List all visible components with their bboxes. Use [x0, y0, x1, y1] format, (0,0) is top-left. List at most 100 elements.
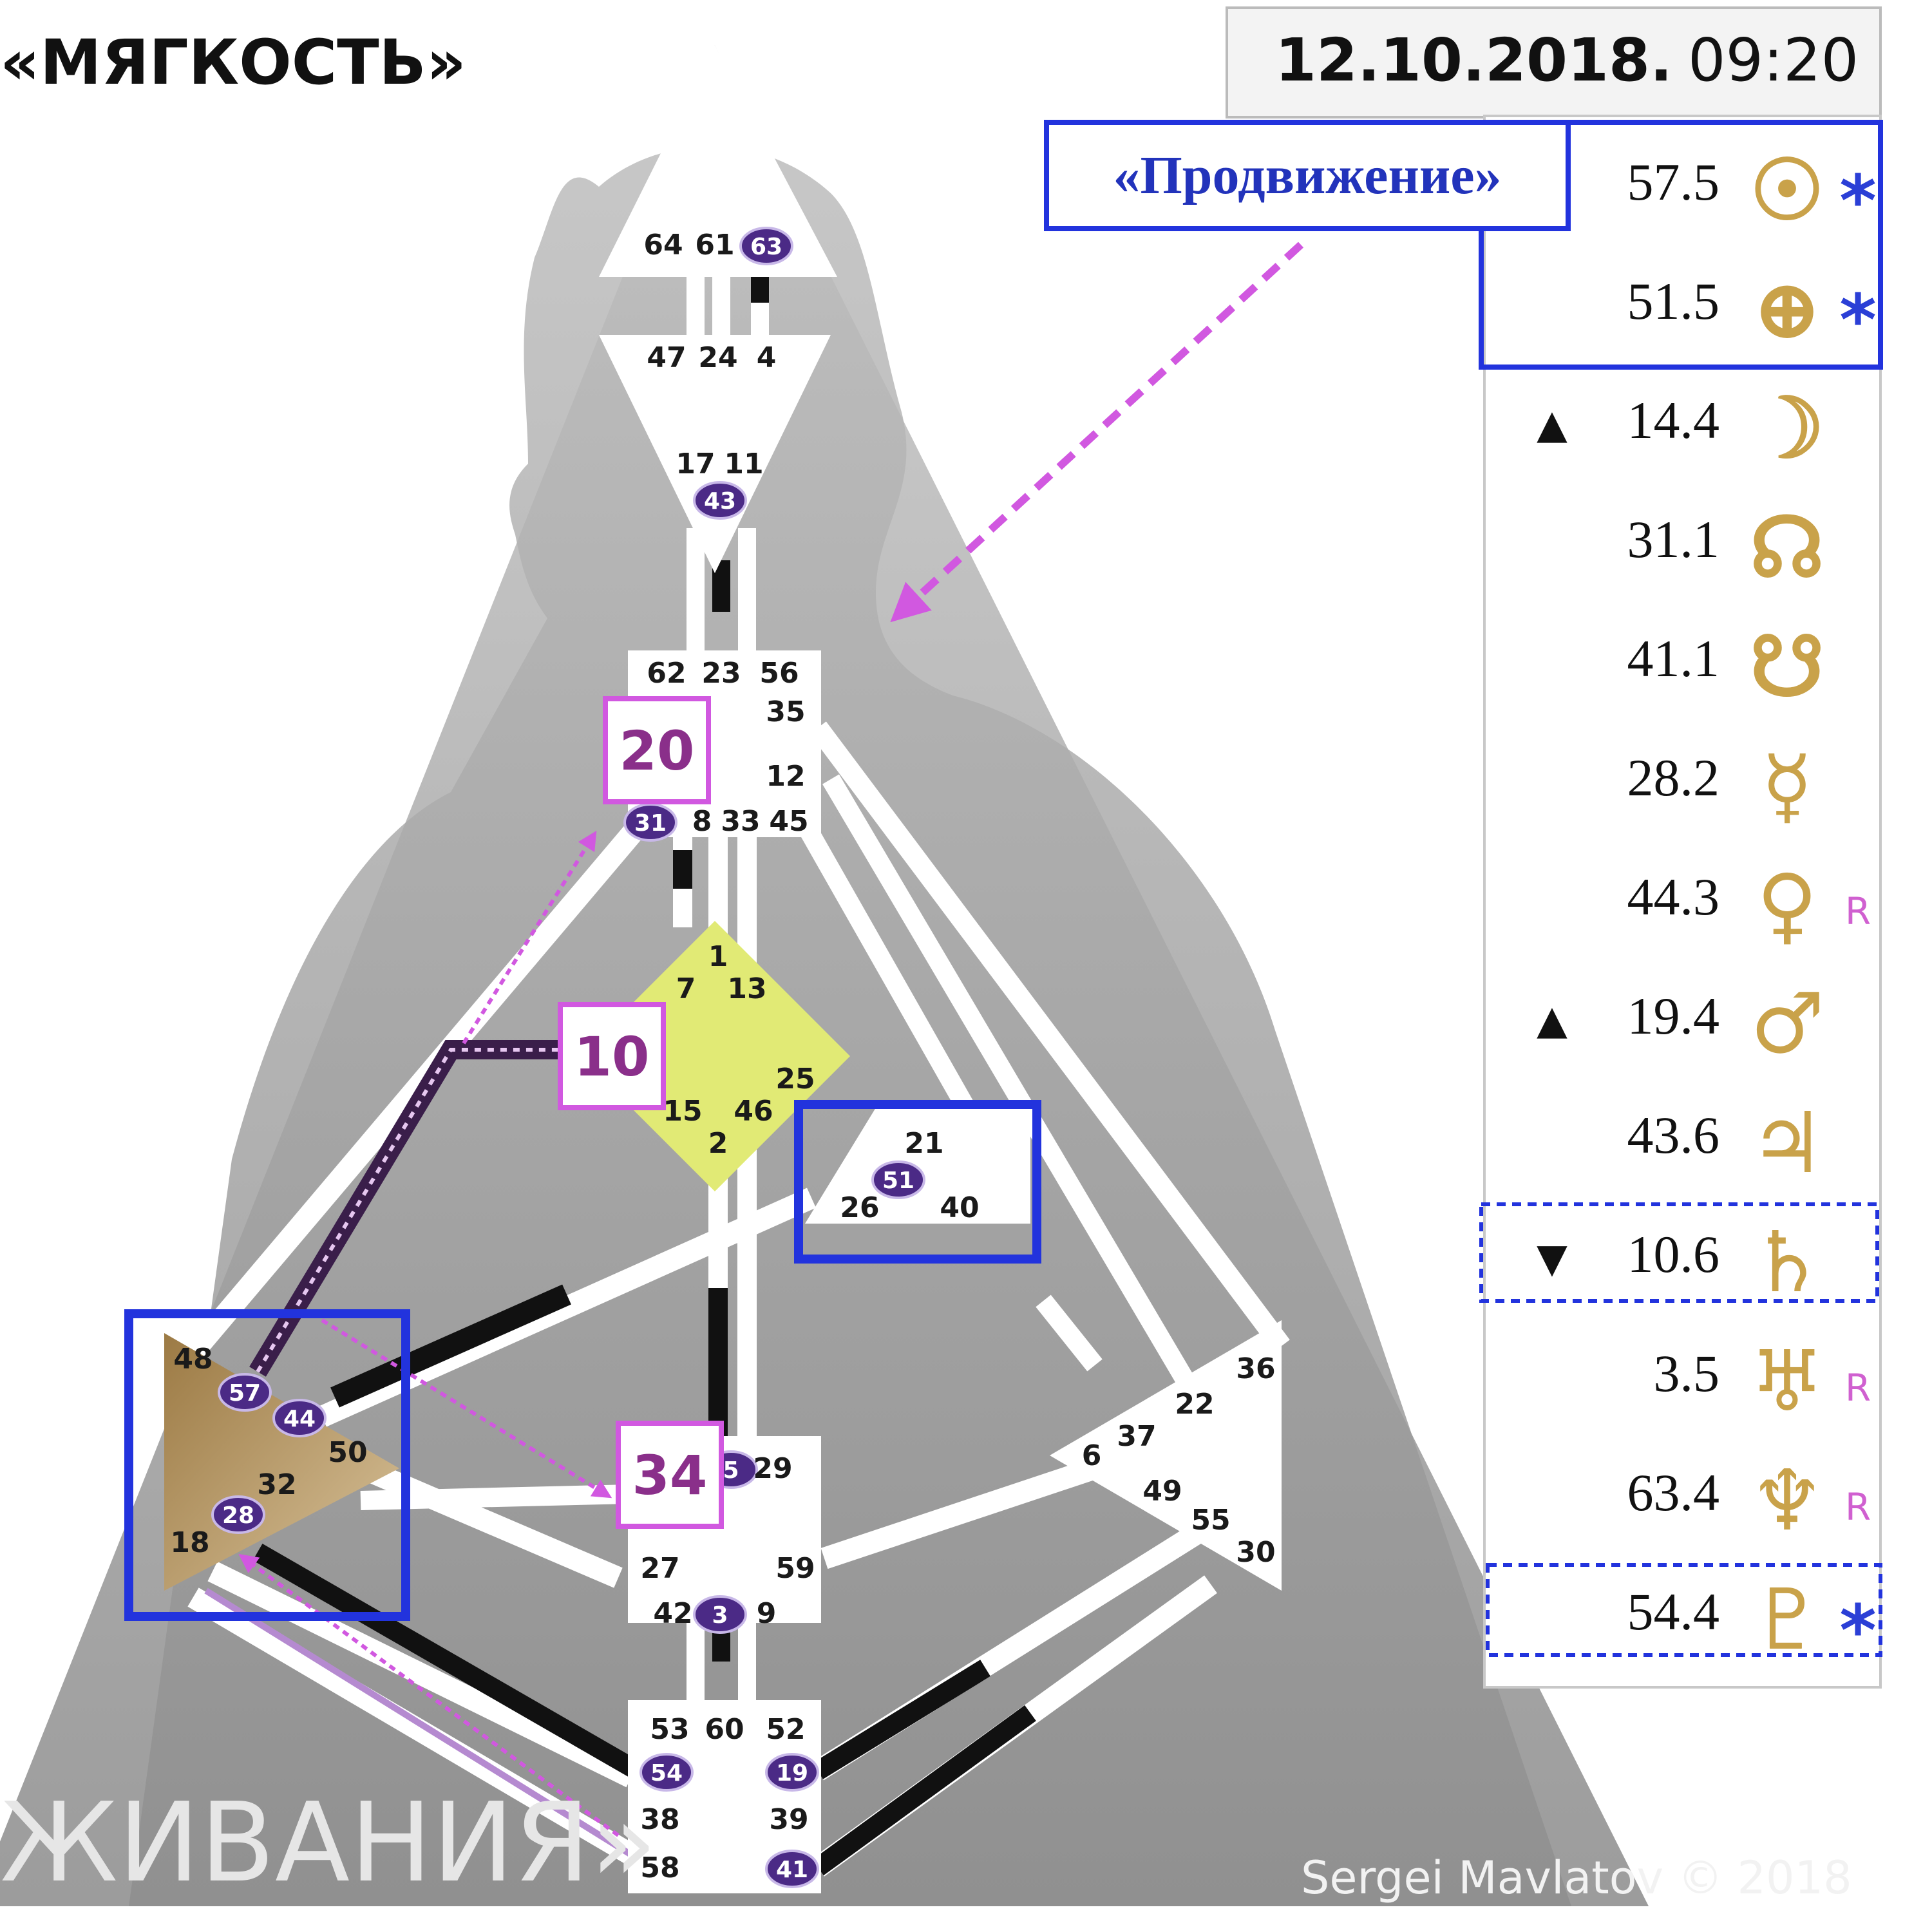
star-marker: *	[1839, 279, 1877, 361]
gate-47[interactable]: 47	[647, 341, 686, 374]
promo-planet-box	[1479, 120, 1883, 370]
retrograde-marker: R	[1845, 1485, 1871, 1529]
ajna-center	[599, 335, 831, 573]
gate-30[interactable]: 30	[1236, 1536, 1275, 1569]
gate-46[interactable]: 46	[734, 1095, 773, 1128]
planet-panel	[1483, 115, 1882, 1689]
gate-59[interactable]: 59	[775, 1552, 815, 1585]
gate-41[interactable]: 41	[776, 1857, 808, 1883]
highlight-box-20[interactable]	[603, 696, 711, 804]
activated-gate-41-marker	[765, 1850, 819, 1888]
gate-52[interactable]: 52	[766, 1713, 805, 1746]
gate-26[interactable]: 26	[840, 1191, 879, 1224]
activated-gate-19-marker	[765, 1753, 819, 1792]
head-center	[599, 45, 837, 277]
gate-33[interactable]: 33	[721, 805, 760, 838]
gate-17[interactable]: 17	[676, 448, 715, 480]
page-title: «МЯГКОСТЬ»	[0, 26, 466, 99]
pluto-dashed-box	[1486, 1563, 1882, 1657]
gate-7[interactable]: 7	[676, 972, 696, 1005]
date-box	[1226, 6, 1882, 118]
gate-8[interactable]: 8	[692, 805, 712, 838]
planet-row-mercury[interactable]: 28.2☿	[1627, 736, 1813, 835]
gate-55[interactable]: 55	[1191, 1504, 1230, 1537]
gate-25[interactable]: 25	[775, 1063, 815, 1095]
star-marker: *	[1839, 160, 1877, 242]
planet-row-north-node[interactable]: 31.1☊	[1627, 498, 1824, 596]
gate-29[interactable]: 29	[753, 1452, 792, 1485]
gate-11[interactable]: 11	[724, 448, 763, 480]
gate-22[interactable]: 22	[1175, 1388, 1214, 1421]
activated-gate-3-marker	[693, 1595, 747, 1634]
gate-32[interactable]: 32	[257, 1468, 296, 1501]
gate-15[interactable]: 15	[663, 1095, 702, 1128]
gate-23[interactable]: 23	[701, 657, 741, 690]
direction-marker: ▲	[1537, 401, 1567, 448]
gate-49[interactable]: 49	[1142, 1475, 1182, 1508]
copyright: Sergei Mavlatov © 2018	[1301, 1852, 1852, 1904]
gate-51[interactable]: 51	[882, 1168, 914, 1194]
gate-18[interactable]: 18	[170, 1526, 209, 1559]
gate-28[interactable]: 28	[222, 1502, 254, 1529]
gate-1[interactable]: 1	[708, 940, 728, 973]
planet-row-moon[interactable]: ▲14.4☽	[1537, 379, 1824, 477]
gate-27[interactable]: 27	[640, 1552, 679, 1585]
gate-43[interactable]: 43	[704, 488, 736, 515]
planet-row-sun[interactable]: 57.5☉*	[1627, 140, 1877, 242]
gate-13[interactable]: 13	[727, 972, 766, 1005]
gate-56[interactable]: 56	[759, 657, 799, 690]
gate-3[interactable]: 3	[712, 1602, 728, 1629]
heart-center[interactable]	[805, 1108, 1030, 1224]
planet-row-mars[interactable]: ▲19.4♂	[1537, 974, 1824, 1073]
gate-45[interactable]: 45	[769, 805, 808, 838]
gate-12[interactable]: 12	[766, 760, 805, 793]
gate-63[interactable]: 63	[750, 234, 782, 260]
planet-row-jupiter[interactable]: 43.6♃	[1627, 1094, 1825, 1192]
gate-64[interactable]: 64	[643, 229, 683, 261]
gate-35[interactable]: 35	[766, 696, 805, 728]
gate-6[interactable]: 6	[1082, 1439, 1102, 1472]
gate-21[interactable]: 21	[904, 1127, 943, 1160]
highlight-box-34[interactable]	[616, 1421, 724, 1529]
gate-38[interactable]: 38	[640, 1803, 679, 1836]
planet-row-neptune[interactable]: 63.4♆R	[1627, 1451, 1871, 1549]
retrograde-marker: R	[1845, 1366, 1871, 1410]
gate-50[interactable]: 50	[328, 1436, 367, 1469]
gate-61[interactable]: 61	[695, 229, 734, 261]
gate-42[interactable]: 42	[653, 1597, 692, 1630]
gate-31[interactable]: 31	[634, 810, 667, 837]
planet-row-venus[interactable]: 44.3♀R	[1627, 855, 1871, 954]
gate-60[interactable]: 60	[705, 1713, 744, 1746]
planet-row-saturn[interactable]: ▼10.6♄	[1537, 1213, 1824, 1311]
gate-37[interactable]: 37	[1117, 1420, 1156, 1453]
planet-row-south-node[interactable]: 41.1☋	[1627, 617, 1824, 715]
gate-62[interactable]: 62	[647, 657, 686, 690]
arrow-10-to-20	[462, 830, 597, 1045]
g-center[interactable]	[580, 921, 850, 1191]
gate-57[interactable]: 57	[229, 1380, 261, 1406]
gate-19[interactable]: 19	[776, 1760, 808, 1786]
planet-value: 51.5	[1627, 272, 1720, 330]
gate-5[interactable]: 5	[723, 1457, 739, 1484]
planet-row-pluto[interactable]: 54.4♇*	[1627, 1570, 1877, 1672]
planet-row-uranus[interactable]: 3.5♅R	[1654, 1332, 1871, 1430]
direction-marker: ▲	[1537, 996, 1567, 1043]
planet-value: 31.1	[1627, 510, 1720, 569]
gate-24[interactable]: 24	[698, 341, 737, 374]
planet-row-earth[interactable]: 51.5⊕*	[1627, 260, 1877, 361]
gate-39[interactable]: 39	[769, 1803, 808, 1836]
gate-9[interactable]: 9	[757, 1597, 777, 1630]
gate-2[interactable]: 2	[708, 1127, 728, 1160]
gate-54[interactable]: 54	[650, 1760, 683, 1786]
gate-36[interactable]: 36	[1236, 1352, 1275, 1385]
gate-53[interactable]: 53	[650, 1713, 689, 1746]
gate-48[interactable]: 48	[173, 1343, 213, 1376]
gate-4[interactable]: 4	[757, 341, 777, 374]
promo-box[interactable]	[1044, 120, 1571, 231]
gate-44[interactable]: 44	[283, 1406, 316, 1432]
highlight-box-10[interactable]	[558, 1002, 666, 1110]
gate-40[interactable]: 40	[940, 1191, 979, 1224]
pluto-icon: ♇	[1750, 1570, 1825, 1669]
gate-58[interactable]: 58	[640, 1852, 679, 1884]
activated-gate-57-marker	[218, 1373, 272, 1412]
